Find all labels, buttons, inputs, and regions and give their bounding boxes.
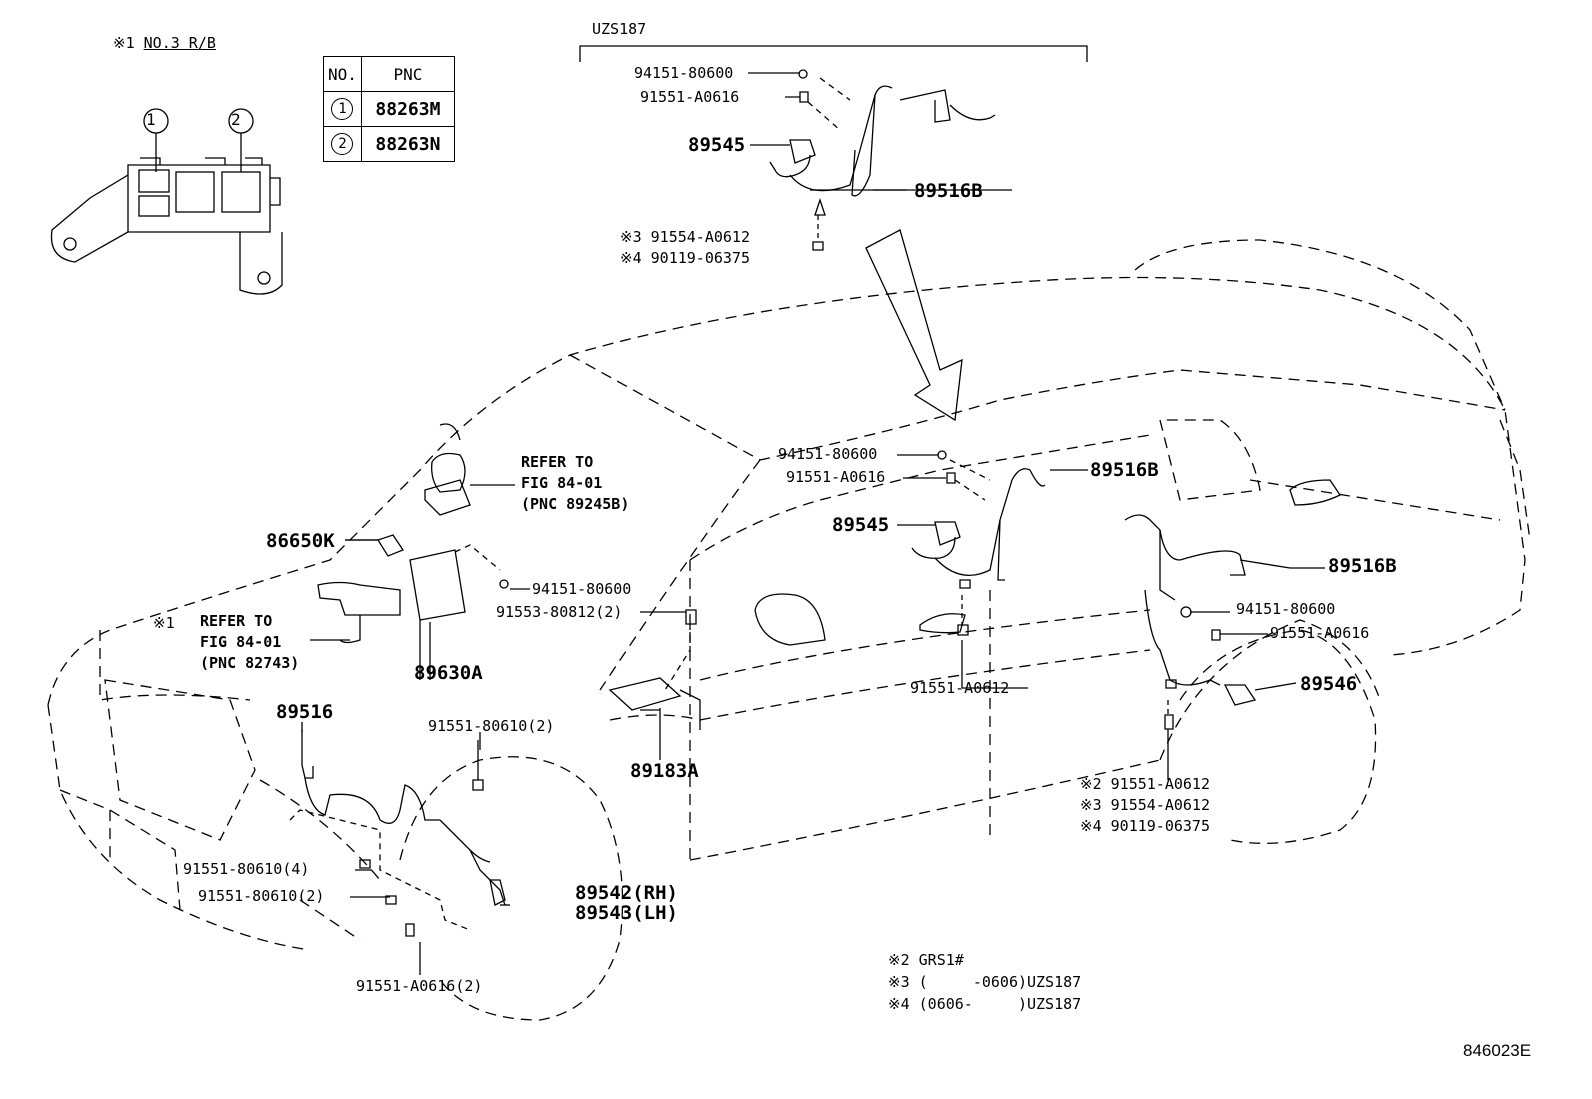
pnc-header-no: NO. [323,56,362,92]
footnote: ※2 GRS1# [888,951,964,969]
part-label: 89545 [832,514,890,536]
part-label: 94151-80600 [778,445,878,463]
pnc-header-pnc: PNC [360,56,455,92]
part-label: 91551-80610(2) [198,887,325,905]
part-label: 89516 [276,701,334,723]
part-label: ※4 90119-06375 [620,249,750,267]
part-label: 91551-A0616 [1270,624,1370,642]
part-label: 89546 [1300,673,1358,695]
part-label: 89516B [1090,459,1159,481]
part-label: 91553-80812(2) [496,603,623,621]
middle-sensor-assembly [911,450,1046,688]
front-wheel-sensor [289,730,510,937]
part-label: 91551-A0616(2) [356,977,483,995]
inset-note: ※1 NO.3 R/B [113,36,216,51]
part-label: ※3 91554-A0612 [620,228,750,246]
rear-sensor-assembly [1124,514,1325,780]
footnote: ※3 ( -0606)UZS187 [888,973,1082,991]
pnc-row-no: 1 [331,98,354,120]
note-mark: ※1 [113,34,135,52]
uzs187-title: UZS187 [592,20,647,38]
fuel-door [1289,479,1341,506]
figure-code: 846023E [1463,1041,1532,1060]
leader-lines-front [301,722,481,975]
reference-note: REFER TO FIG 84-01 (PNC 89245B) [521,453,630,513]
part-label: 91551-80610(4) [183,860,310,878]
part-label: 89183A [630,760,699,782]
part-label: ※1 [153,614,175,632]
pnc-row-no: 2 [331,133,354,155]
pnc-row: 1 88263M [323,91,455,127]
part-label: 91551-A0616 [786,468,886,486]
engine-bay-components [310,423,701,760]
pointer-arrow [865,229,963,422]
part-label: 94151-80600 [1236,600,1336,618]
reference-note: REFER TO FIG 84-01 (PNC 82743) [200,612,300,672]
leader-lines-misc [345,189,906,541]
part-label: 94151-80600 [634,64,734,82]
relay-block-title: NO.3 R/B [143,34,216,52]
door-handle [919,613,966,634]
part-label: 91551-A0612 [910,679,1010,697]
relay-block-drawing [50,108,283,295]
part-label: 89516B [1328,555,1397,577]
part-label: 91551-80610(2) [428,717,555,735]
car-body [47,239,1531,1021]
part-label: 86650K [266,530,335,552]
part-label: 91551-A0616 [640,88,740,106]
part-label: ※4 90119-06375 [1080,817,1210,835]
pnc-header-row: NO. PNC [323,56,455,92]
part-label: 89542(RH) [575,882,678,904]
part-label: 89543(LH) [575,902,678,924]
pnc-row: 2 88263N [323,126,455,162]
upper-sensor-assembly [748,69,1012,251]
footnote: ※4 (0606- )UZS187 [888,995,1082,1013]
part-label: 89630A [414,662,483,684]
side-mirror [754,593,826,646]
leader-lines-mid [897,454,1088,689]
pnc-row-value: 88263N [360,126,455,162]
part-label: 89545 [688,134,746,156]
pnc-row-value: 88263M [360,91,455,127]
callout-1: 1 [146,110,156,129]
part-label: ※3 91554-A0612 [1080,796,1210,814]
part-label: 94151-80600 [532,580,632,598]
part-label: ※2 91551-A0612 [1080,775,1210,793]
pnc-table: NO. PNC 1 88263M 2 88263N [323,56,455,162]
part-label: 89516B [914,180,983,202]
callout-2: 2 [231,110,241,129]
uzs187-bracket [579,45,1088,62]
